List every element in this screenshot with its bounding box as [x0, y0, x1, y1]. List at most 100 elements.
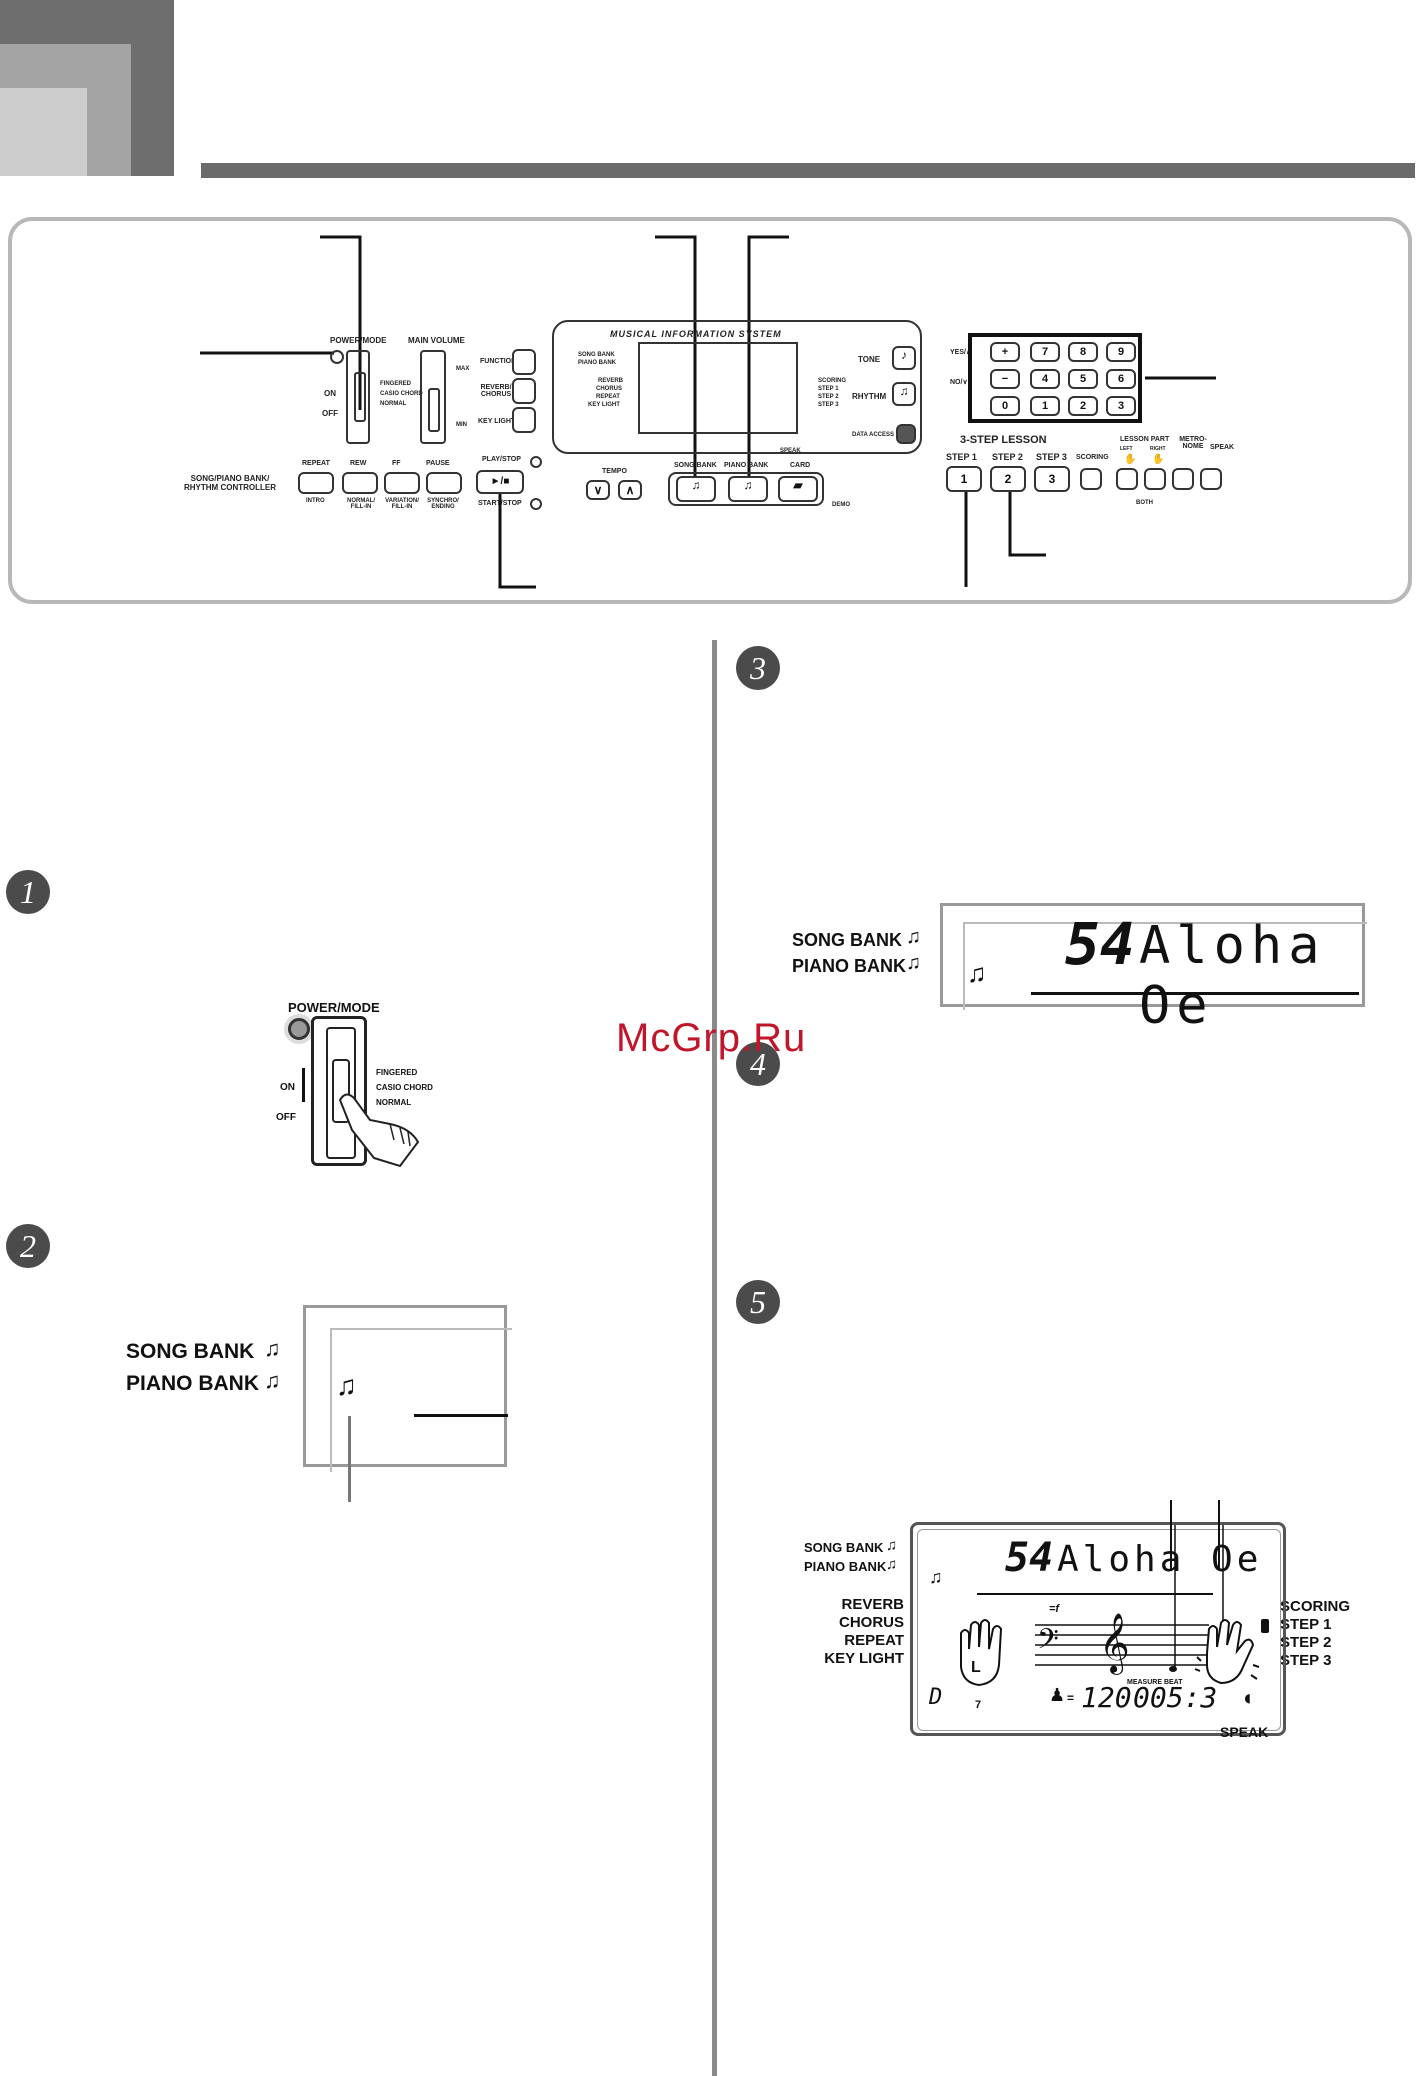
- lcd5-right-label-0: SCORING: [1280, 1598, 1351, 1615]
- step3-button[interactable]: 3: [1034, 466, 1070, 492]
- repeat-button[interactable]: [298, 472, 334, 494]
- panel-mode-casio-chord: CASIO CHORD: [380, 391, 423, 397]
- step1-key-label: 1: [960, 472, 968, 486]
- lcd5-number: 54: [1005, 1535, 1054, 1581]
- lesson-right-button[interactable]: [1144, 468, 1166, 490]
- panel-step-label-2: STEP 2: [992, 452, 1023, 462]
- bass-clef-icon: 𝄢: [1037, 1623, 1059, 1663]
- panel-disp-right-1: STEP 1: [818, 386, 839, 392]
- panel-no-label: NO/∨: [950, 379, 968, 386]
- speak-button[interactable]: [1200, 468, 1222, 490]
- numpad-key[interactable]: 0: [990, 396, 1020, 416]
- numpad-key[interactable]: 6: [1106, 369, 1136, 389]
- power-mode-switch[interactable]: [346, 350, 370, 444]
- numpad-key[interactable]: 8: [1068, 342, 1098, 362]
- power-fig-title: POWER/MODE: [288, 1000, 380, 1015]
- panel-step-label-3: STEP 3: [1036, 452, 1067, 462]
- treble-clef-icon: 𝄞: [1099, 1613, 1130, 1673]
- ff-button[interactable]: [384, 472, 420, 494]
- step-badge-2: 2: [6, 1224, 50, 1268]
- lcd3-piano-bank: PIANO BANK: [792, 956, 907, 976]
- numpad-key[interactable]: 2: [1068, 396, 1098, 416]
- numpad-key[interactable]: −: [990, 369, 1020, 389]
- step-badge-1: 1: [6, 870, 50, 914]
- lcd5-display: ♫ 54 Aloha Oe =f 𝄢 𝄞 L MEASURE BEAT ♟ = …: [910, 1522, 1286, 1736]
- scoring-button[interactable]: [1080, 468, 1102, 490]
- lcd3-title: Aloha Oe: [1139, 916, 1326, 1036]
- power-mode-slider[interactable]: [354, 372, 366, 422]
- numpad-key[interactable]: 7: [1030, 342, 1060, 362]
- piano-bank-button[interactable]: ♫: [728, 476, 768, 502]
- panel-min-label: MIN: [456, 422, 467, 428]
- lcd5-title-underline: [977, 1593, 1213, 1595]
- power-led-large-icon: [288, 1018, 310, 1040]
- lcd2-bank-indicator-icon: ♫: [336, 1370, 357, 1401]
- song-bank-button[interactable]: ♫: [676, 476, 716, 502]
- tempo-down-button[interactable]: ∨: [586, 480, 610, 500]
- panel-max-label: MAX: [456, 366, 470, 372]
- speaker-head-icon: ◐: [1243, 1685, 1257, 1710]
- lcd3-inner-border: [963, 922, 1367, 1010]
- numpad-key[interactable]: 5: [1068, 369, 1098, 389]
- lesson-left-button[interactable]: [1116, 468, 1138, 490]
- numpad-key[interactable]: 9: [1106, 342, 1136, 362]
- lcd5-right-label-1: STEP 1: [1280, 1616, 1332, 1633]
- numpad-highlight-frame: [968, 333, 1142, 423]
- key-light-button[interactable]: [512, 407, 536, 433]
- step-badge-5: 5: [736, 1280, 780, 1324]
- lcd2-underline: [414, 1414, 508, 1417]
- play-stop-icon: ►/■: [490, 476, 510, 487]
- function-button[interactable]: [512, 349, 536, 375]
- lcd3-underline: [1031, 992, 1359, 995]
- data-access-button[interactable]: [896, 424, 916, 444]
- panel-disp-right-0: SCORING: [818, 378, 847, 384]
- rhythm-button[interactable]: ♫: [892, 382, 916, 406]
- numpad-key[interactable]: 4: [1030, 369, 1060, 389]
- left-hand-icon: ✋: [1124, 454, 1137, 465]
- lcd5-song-bank: SONG BANK: [804, 1540, 884, 1555]
- rew-button[interactable]: [342, 472, 378, 494]
- reverb-chorus-button[interactable]: [512, 378, 536, 404]
- panel-btn-top-rew: REW: [350, 460, 367, 467]
- numpad-key[interactable]: +: [990, 342, 1020, 362]
- lcd5-tempo: 120: [1081, 1681, 1132, 1714]
- panel-demo-label: DEMO: [832, 502, 850, 508]
- power-fig-mode-casio: CASIO CHORD: [376, 1083, 433, 1092]
- main-volume-slider[interactable]: [420, 350, 446, 444]
- panel-disp-right-2: STEP 2: [818, 394, 839, 400]
- card-icon: ▰: [793, 478, 803, 492]
- lcd5-song-bank-icon: ♫: [886, 1537, 898, 1554]
- panel-on-label: ON: [324, 389, 336, 398]
- lcd3-number: 54: [1065, 910, 1135, 978]
- numpad-key[interactable]: 1: [1030, 396, 1060, 416]
- lcd2-piano-bank: PIANO BANK: [126, 1372, 260, 1395]
- panel-btn-top-pause: PAUSE: [426, 460, 450, 467]
- panel-both-label: BOTH: [1136, 500, 1153, 506]
- power-fig-mode-fingered: FINGERED: [376, 1068, 418, 1077]
- volume-knob[interactable]: [428, 388, 440, 432]
- lcd3-piano-bank-icon: ♫: [906, 952, 921, 974]
- tone-button[interactable]: ♪: [892, 346, 916, 370]
- panel-disp-left-5: KEY LIGHT: [588, 402, 620, 408]
- panel-main-volume-label: MAIN VOLUME: [408, 336, 465, 345]
- metronome-button[interactable]: [1172, 468, 1194, 490]
- header-rule: [201, 163, 1415, 178]
- pause-button[interactable]: [426, 472, 462, 494]
- lcd5-left-label-3: KEY LIGHT: [824, 1650, 904, 1667]
- lcd2-inner-border: [330, 1328, 512, 1472]
- panel-btn-top-ff: FF: [392, 460, 401, 467]
- start-led-icon: [530, 498, 542, 510]
- start-stop-button[interactable]: ►/■: [476, 470, 524, 494]
- panel-reverb-chorus-label: REVERB/ CHORUS: [480, 384, 512, 398]
- panel-speak-label: SPEAK: [780, 448, 801, 454]
- panel-speak-btn-label: SPEAK: [1210, 444, 1235, 451]
- tempo-up-button[interactable]: ∧: [618, 480, 642, 500]
- panel-piano-bank-btn-label: PIANO BANK: [724, 462, 769, 469]
- step2-button[interactable]: 2: [990, 466, 1026, 492]
- panel-off-label: OFF: [322, 409, 338, 418]
- numpad-key[interactable]: 3: [1106, 396, 1136, 416]
- panel-metronome-label: METRO-NOME: [1179, 436, 1207, 450]
- panel-tempo-label: TEMPO: [602, 468, 627, 475]
- card-button[interactable]: ▰: [778, 476, 818, 502]
- step1-button[interactable]: 1: [946, 466, 982, 492]
